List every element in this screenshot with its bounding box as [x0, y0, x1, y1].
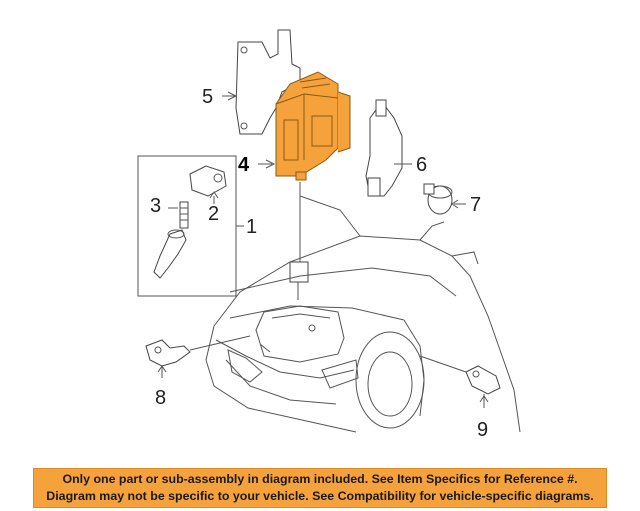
vehicle-outline [205, 195, 521, 433]
bracket-part-5[interactable] [222, 29, 301, 135]
callout-4: 4 [238, 154, 250, 176]
callout-9: 9 [477, 419, 488, 441]
sensor-part-9[interactable] [419, 355, 501, 408]
callout-6: 6 [416, 154, 427, 176]
bracket-part-6[interactable] [365, 99, 412, 197]
disclaimer-banner: Only one part or sub-assembly in diagram… [33, 468, 607, 508]
ecu-part-4[interactable] [258, 71, 351, 181]
ecu-mount-leader [289, 182, 309, 300]
callout-7: 7 [470, 194, 481, 216]
callout-2: 2 [208, 203, 219, 225]
disclaimer-line-1: Only one part or sub-assembly in diagram… [62, 472, 578, 486]
disclaimer-line-2: Diagram may not be specific to your vehi… [46, 489, 594, 503]
ignition-coil-part-2[interactable] [189, 165, 227, 204]
callout-1: 1 [246, 216, 257, 238]
callout-5: 5 [202, 86, 213, 108]
coil-assembly-box [137, 155, 244, 297]
spark-plug-part-3[interactable] [153, 201, 189, 279]
callout-3: 3 [150, 195, 161, 217]
sensor-part-8[interactable] [145, 335, 251, 378]
sensor-part-7[interactable] [423, 183, 466, 215]
callout-8: 8 [155, 387, 166, 409]
parts-diagram: 5 4 6 7 1 [137, 29, 521, 441]
